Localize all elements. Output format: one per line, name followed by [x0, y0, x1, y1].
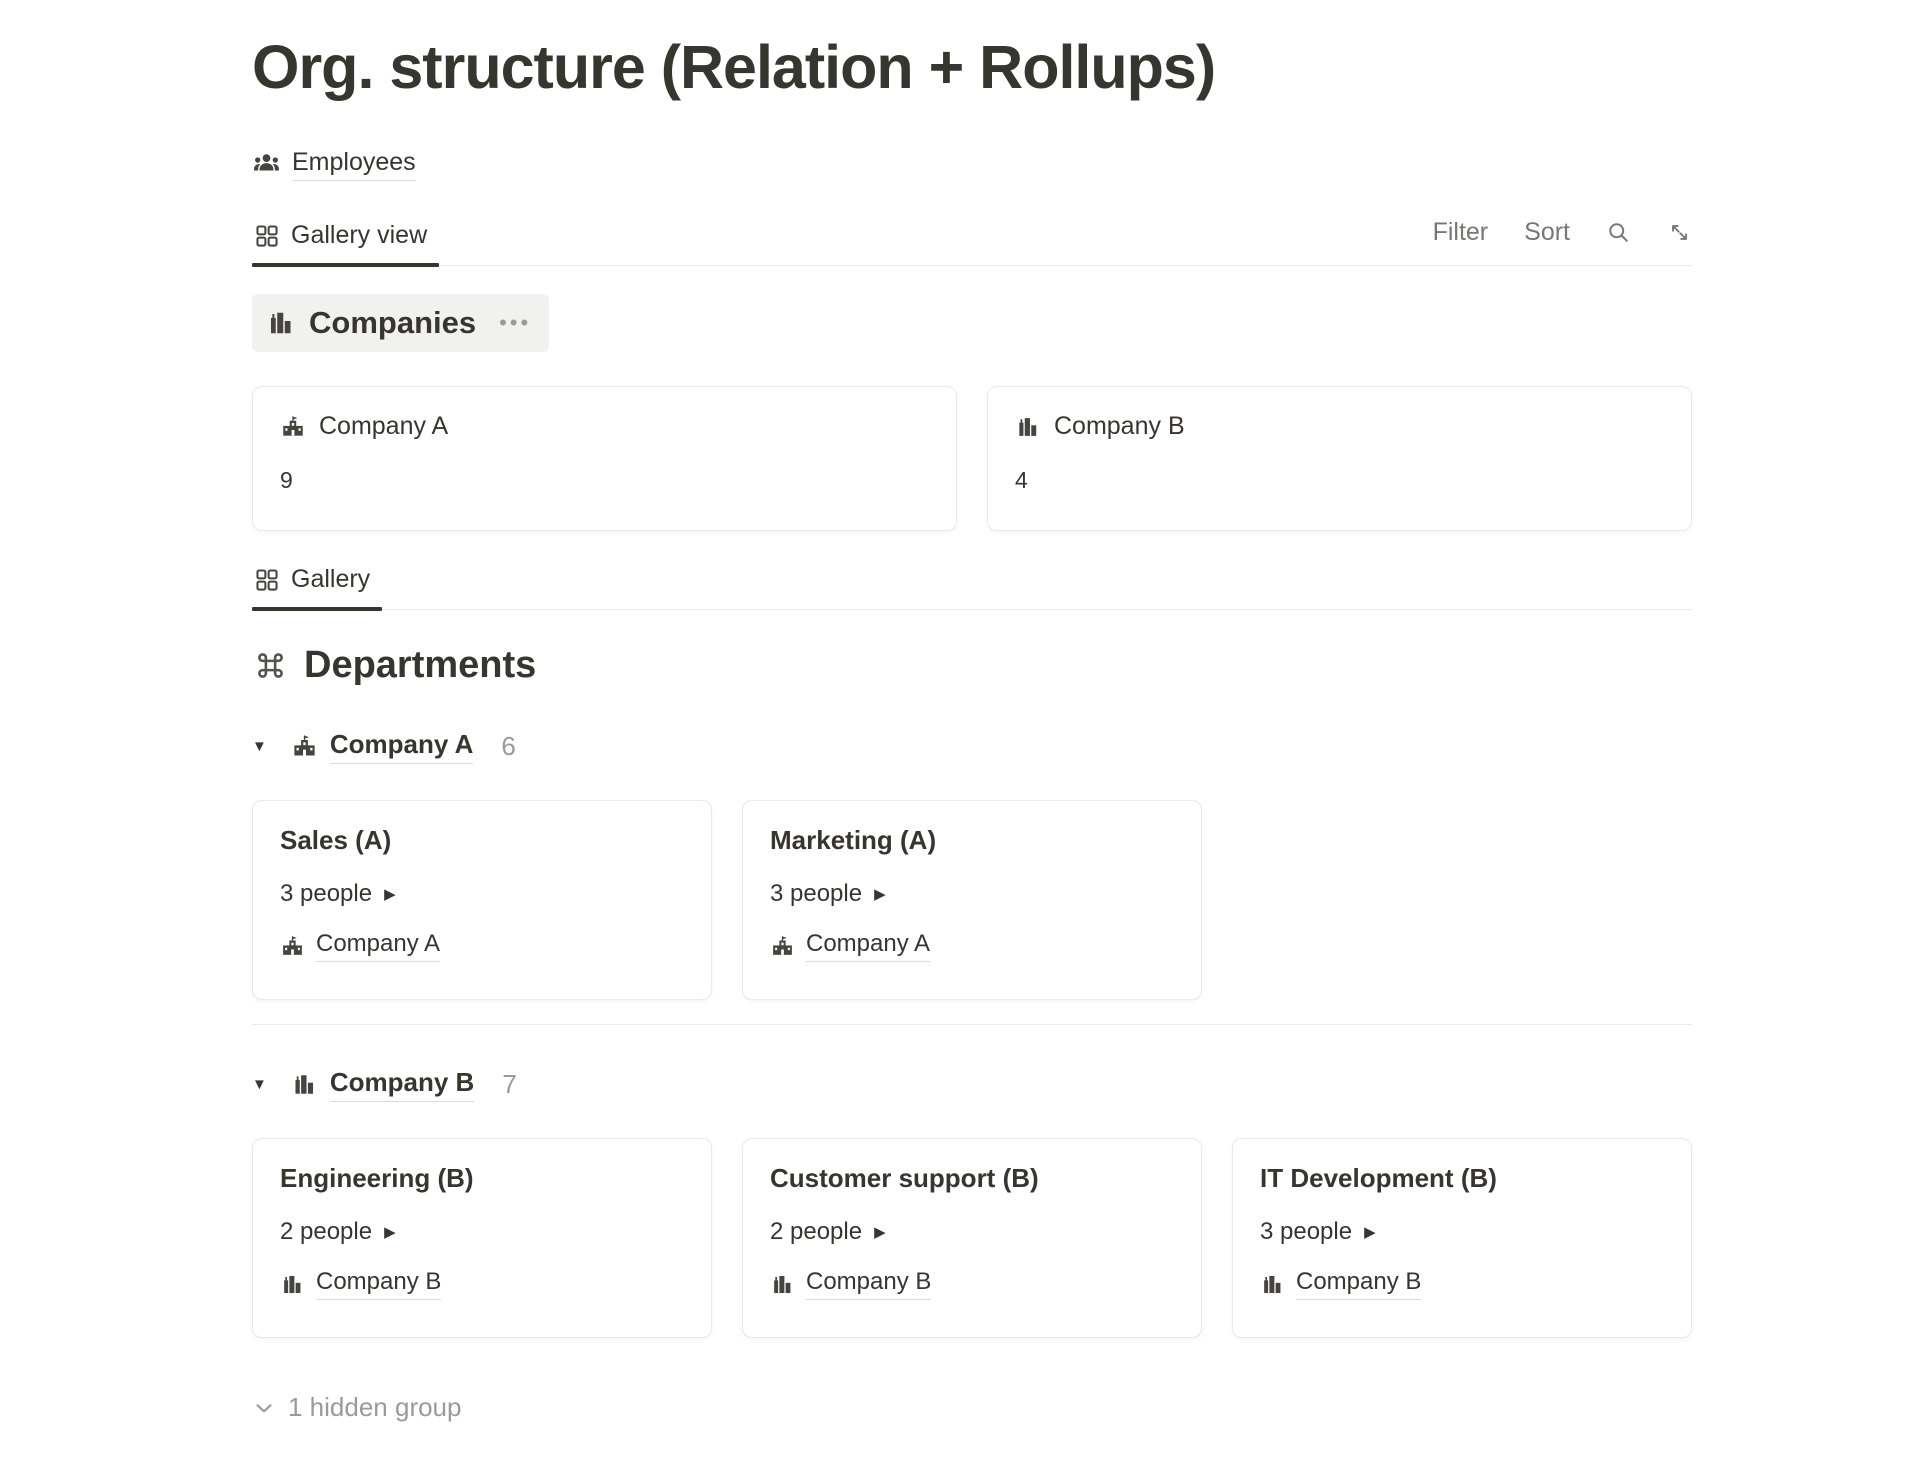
employees-label: Employees — [292, 148, 416, 182]
toolbar-controls: Filter Sort — [1433, 218, 1692, 265]
department-name: Sales (A) — [280, 825, 392, 856]
people-count: 2 people — [770, 1218, 863, 1246]
people-row: 3 people ▶ — [770, 880, 1174, 908]
company-card-title-row: Company A — [280, 412, 929, 441]
page-title: Org. structure (Relation + Rollups) — [252, 33, 1216, 101]
company-link[interactable]: Company B — [316, 1268, 442, 1301]
view-toolbar: Gallery view Filter Sort — [252, 218, 1692, 268]
company-card-a[interactable]: Company A 9 — [252, 386, 957, 532]
department-name: Marketing (A) — [770, 825, 937, 856]
companies-group-header[interactable]: Companies ••• — [252, 294, 550, 353]
departments-heading: Departments — [252, 644, 1692, 687]
office-building-icon — [266, 308, 296, 338]
company-link[interactable]: Company A — [806, 930, 931, 963]
departments-title: Departments — [304, 644, 537, 687]
people-count: 2 people — [280, 1218, 373, 1246]
group-menu-button[interactable]: ••• — [499, 310, 532, 336]
people-group-icon — [252, 150, 281, 179]
chevron-down-icon — [252, 1396, 276, 1420]
company-link-row: Company A — [280, 930, 684, 963]
hidden-group-toggle[interactable]: 1 hidden group — [252, 1392, 461, 1423]
employee-rollup-count: 9 — [280, 467, 293, 494]
grid-icon — [254, 567, 280, 593]
expand-people-icon[interactable]: ▶ — [874, 1224, 886, 1242]
command-icon — [252, 647, 289, 684]
office-building-icon — [1260, 1272, 1285, 1297]
company-link-row: Company B — [770, 1268, 1174, 1301]
expand-people-icon[interactable]: ▶ — [874, 886, 886, 904]
employees-link[interactable]: Employees — [252, 148, 416, 182]
department-card-sales[interactable]: Sales (A) 3 people ▶ Company A — [252, 800, 712, 1001]
people-row: 3 people ▶ — [1260, 1218, 1664, 1246]
office-building-icon — [1015, 414, 1041, 440]
grid-icon — [254, 223, 280, 249]
notion-page: Org. structure (Relation + Rollups) Empl… — [252, 0, 1692, 1425]
people-row: 3 people ▶ — [280, 880, 684, 908]
department-card-customer-support[interactable]: Customer support (B) 2 people ▶ Company … — [742, 1138, 1202, 1339]
department-card-engineering[interactable]: Engineering (B) 2 people ▶ Company B — [252, 1138, 712, 1339]
school-building-icon — [770, 934, 795, 959]
office-building-icon — [770, 1272, 795, 1297]
filter-button[interactable]: Filter — [1432, 218, 1489, 247]
department-name: IT Development (B) — [1260, 1163, 1497, 1194]
department-name: Customer support (B) — [770, 1163, 1039, 1194]
tab-gallery-view[interactable]: Gallery view — [252, 221, 440, 268]
department-card-it-development[interactable]: IT Development (B) 3 people ▶ Company B — [1232, 1138, 1692, 1339]
group-header-company-b: ▼ Company B 7 — [252, 1067, 1692, 1103]
company-link[interactable]: Company B — [806, 1268, 932, 1301]
people-row: 2 people ▶ — [770, 1218, 1174, 1246]
tab-gallery[interactable]: Gallery — [252, 565, 383, 612]
hidden-group-label: 1 hidden group — [288, 1392, 462, 1423]
search-icon[interactable] — [1606, 220, 1631, 245]
school-building-icon — [280, 934, 305, 959]
group-company-link[interactable]: Company B — [329, 1067, 475, 1103]
office-building-icon — [291, 1071, 318, 1098]
employee-rollup-count: 4 — [1015, 467, 1028, 494]
group-a-card-row: Sales (A) 3 people ▶ Company A Marketing… — [252, 800, 1692, 1001]
group-company-link[interactable]: Company A — [329, 729, 474, 765]
school-building-icon — [280, 414, 306, 440]
group-count: 7 — [502, 1069, 517, 1100]
collapse-toggle-icon[interactable]: ▼ — [252, 1076, 267, 1094]
company-link-row: Company B — [280, 1268, 684, 1301]
collapse-toggle-icon[interactable]: ▼ — [252, 738, 267, 756]
sort-button[interactable]: Sort — [1524, 218, 1570, 247]
company-link-row: Company A — [770, 930, 1174, 963]
expand-people-icon[interactable]: ▶ — [384, 1224, 396, 1242]
group-divider — [252, 1024, 1692, 1026]
company-link[interactable]: Company B — [1296, 1268, 1422, 1301]
departments-toolbar: Gallery — [252, 565, 1692, 612]
expand-people-icon[interactable]: ▶ — [384, 886, 396, 904]
companies-card-row: Company A 9 Company B 4 — [252, 386, 1692, 532]
company-card-b[interactable]: Company B 4 — [987, 386, 1692, 532]
office-building-icon — [280, 1272, 305, 1297]
group-count: 6 — [501, 731, 516, 762]
company-name: Company B — [1054, 412, 1185, 441]
school-building-icon — [291, 733, 318, 760]
people-row: 2 people ▶ — [280, 1218, 684, 1246]
people-count: 3 people — [280, 880, 373, 908]
expand-diagonal-icon[interactable] — [1667, 220, 1692, 245]
company-link[interactable]: Company A — [316, 930, 441, 963]
company-name: Company A — [319, 412, 449, 441]
department-card-marketing[interactable]: Marketing (A) 3 people ▶ Company A — [742, 800, 1202, 1001]
department-name: Engineering (B) — [280, 1163, 474, 1194]
group-b-card-row: Engineering (B) 2 people ▶ Company B Cus… — [252, 1138, 1692, 1339]
company-link-row: Company B — [1260, 1268, 1664, 1301]
group-header-company-a: ▼ Company A 6 — [252, 729, 1692, 765]
companies-title: Companies — [309, 305, 477, 341]
company-card-title-row: Company B — [1015, 412, 1664, 441]
people-count: 3 people — [770, 880, 863, 908]
tab-gallery-label: Gallery — [291, 565, 371, 594]
people-count: 3 people — [1260, 1218, 1353, 1246]
expand-people-icon[interactable]: ▶ — [1364, 1224, 1376, 1242]
tab-gallery-view-label: Gallery view — [291, 221, 428, 250]
